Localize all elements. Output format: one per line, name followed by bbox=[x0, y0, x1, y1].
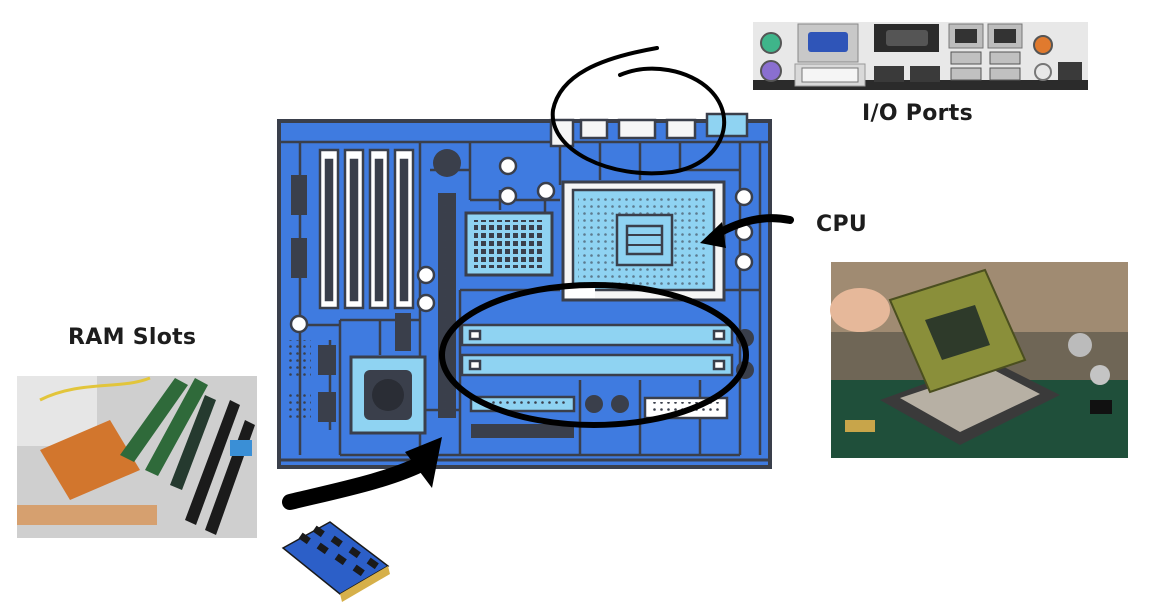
io-ports-photo bbox=[753, 22, 1088, 90]
ram-slots-photo bbox=[17, 376, 257, 538]
annotation-strokes bbox=[439, 46, 749, 428]
expansion-slots bbox=[318, 148, 415, 310]
cpu-socket bbox=[561, 180, 726, 302]
io-ports-label: I/O Ports bbox=[862, 101, 973, 126]
ram-arrow-annotation bbox=[282, 454, 433, 510]
io-circle-annotation bbox=[550, 46, 727, 176]
board-io-connectors bbox=[549, 112, 749, 148]
cpu-label: CPU bbox=[816, 212, 868, 237]
cpu-photo bbox=[830, 262, 1128, 458]
ram-slots-label: RAM Slots bbox=[68, 325, 197, 350]
ram-slots-illustration bbox=[460, 323, 734, 377]
ram-ellipse-annotation bbox=[439, 282, 749, 428]
ram-stick-icon bbox=[281, 521, 390, 602]
